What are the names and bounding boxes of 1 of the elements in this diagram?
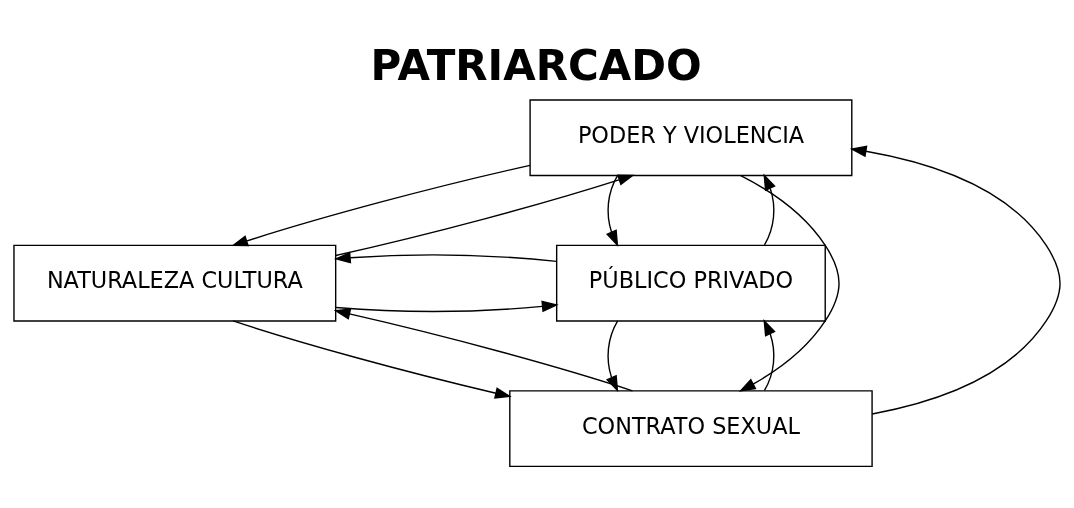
- diagram-title: PATRIARCADO: [370, 40, 702, 90]
